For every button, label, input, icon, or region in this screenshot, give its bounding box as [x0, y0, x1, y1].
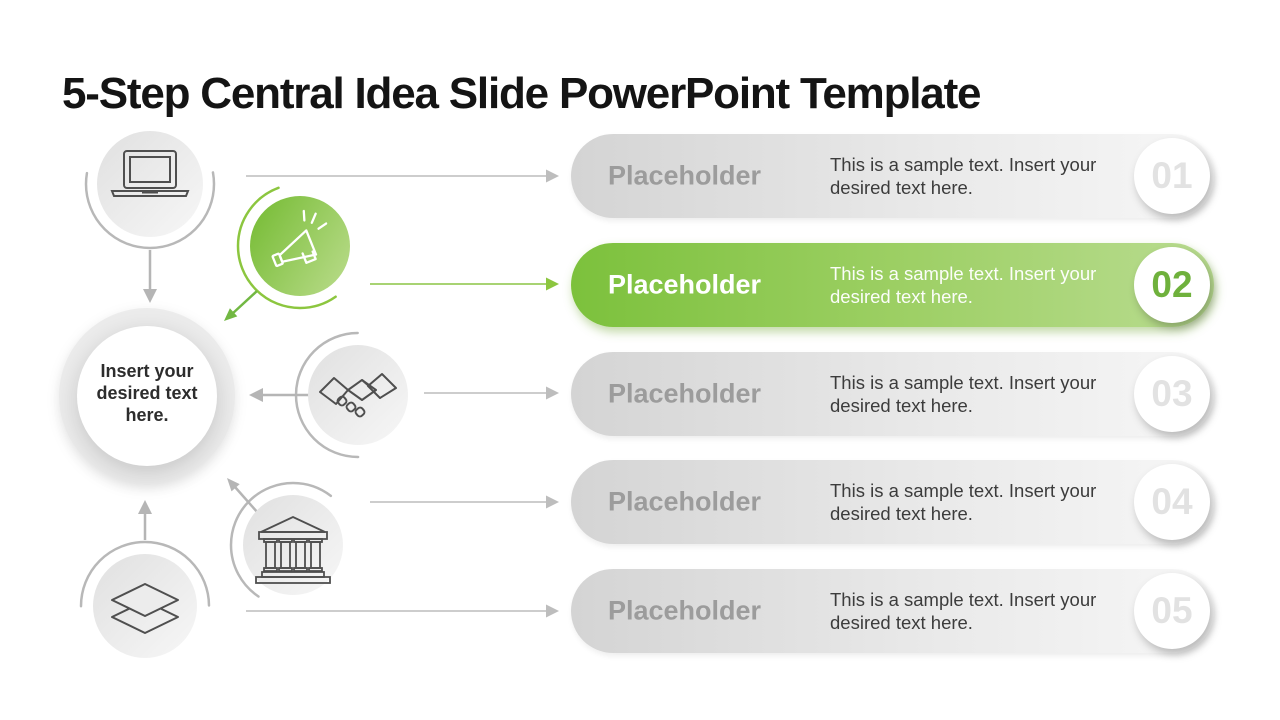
step-bar[interactable]: Placeholder This is a sample text. Inser…: [571, 134, 1214, 218]
connector-arrowheads: [546, 169, 559, 618]
bar-sample-text: This is a sample text. Insert your desir…: [830, 371, 1096, 417]
bar-text-line2: desired text here.: [830, 394, 973, 416]
central-text-line3: here.: [125, 405, 169, 425]
megaphone-node[interactable]: [250, 196, 350, 296]
bank-icon: [255, 516, 331, 584]
step-number: 03: [1151, 372, 1193, 414]
bar-text-line2: desired text here.: [830, 285, 973, 307]
step-number-badge: 05: [1134, 573, 1210, 649]
bar-placeholder-label: Placeholder: [608, 160, 762, 191]
bar-placeholder-label: Placeholder: [608, 486, 762, 517]
bar-text-line1: This is a sample text. Insert your: [830, 154, 1097, 175]
bar-sample-text: This is a sample text. Insert your desir…: [830, 153, 1096, 199]
layers-node[interactable]: [93, 554, 197, 658]
handshake-icon: [319, 373, 397, 418]
bank-node[interactable]: [243, 495, 343, 595]
central-idea-diagram: [59, 118, 559, 672]
step-number-badge: 01: [1134, 138, 1210, 214]
layers-icon: [111, 583, 179, 634]
step-bar[interactable]: Placeholder This is a sample text. Inser…: [571, 569, 1214, 653]
step-number: 04: [1151, 481, 1193, 523]
bar-text-line1: This is a sample text. Insert your: [830, 371, 1097, 393]
bar-sample-text: This is a sample text. Insert your desir…: [830, 479, 1096, 525]
handshake-node[interactable]: [308, 345, 408, 445]
step-bar[interactable]: Placeholder This is a sample text. Inser…: [571, 460, 1214, 545]
step-number-badge: 03: [1134, 355, 1210, 432]
central-idea-text[interactable]: Insert your desired text here.: [79, 360, 215, 426]
bar-sample-text: This is a sample text. Insert your desir…: [830, 588, 1096, 634]
bar-placeholder-label: Placeholder: [608, 595, 762, 626]
central-text-line1: Insert your: [100, 361, 194, 381]
bar-placeholder-label: Placeholder: [608, 378, 762, 408]
step-number: 01: [1151, 155, 1193, 196]
laptop-node[interactable]: [97, 131, 203, 237]
bar-text-line1: This is a sample text. Insert your: [830, 262, 1097, 284]
megaphone-icon: [271, 209, 328, 268]
bar-sample-text: This is a sample text. Insert your desir…: [830, 262, 1096, 308]
step-number: 05: [1151, 590, 1193, 631]
bar-text-line2: desired text here.: [830, 177, 973, 198]
bar-placeholder-label: Placeholder: [608, 269, 762, 300]
step-bar[interactable]: Placeholder This is a sample text. Inser…: [571, 242, 1214, 327]
central-idea-node[interactable]: [59, 308, 235, 484]
step-number-badge: 02: [1134, 246, 1210, 323]
bar-text-line1: This is a sample text. Insert your: [830, 480, 1097, 502]
step-bar[interactable]: Placeholder This is a sample text. Inser…: [571, 351, 1214, 436]
center-arrows: [138, 250, 312, 540]
connector-lines: [246, 175, 546, 612]
laptop-icon: [110, 150, 190, 197]
slide-title: 5-Step Central Idea Slide PowerPoint Tem…: [62, 69, 982, 119]
bar-text-line2: desired text here.: [830, 612, 973, 633]
bar-text-line2: desired text here.: [830, 503, 973, 525]
central-text-line2: desired text: [96, 383, 198, 403]
bar-text-line1: This is a sample text. Insert your: [830, 589, 1097, 610]
step-number-badge: 04: [1134, 464, 1210, 541]
step-number: 02: [1151, 263, 1193, 305]
